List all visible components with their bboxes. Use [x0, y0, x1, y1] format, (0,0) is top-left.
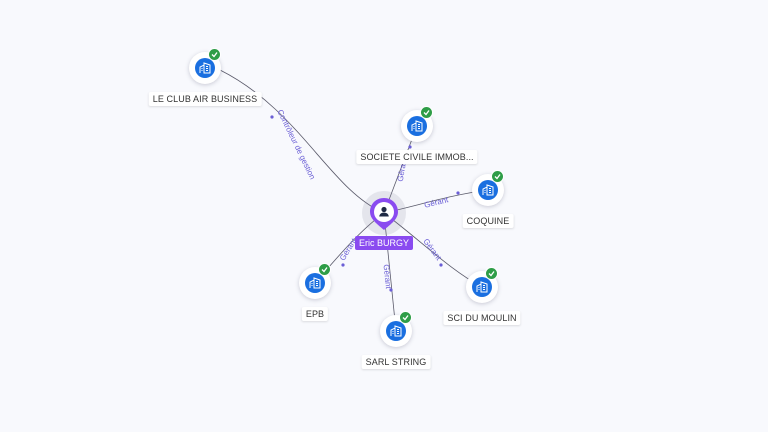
verified-check-icon: [208, 48, 221, 61]
company-name: EPB: [301, 307, 329, 321]
node-circle: [466, 267, 498, 303]
node-circle: [401, 106, 433, 142]
company-name: COQUINE: [462, 214, 514, 228]
edge-le-club-air-business: [219, 69, 385, 214]
edge-sarl-string: [383, 212, 397, 332]
building-icon: [407, 116, 427, 136]
building-icon: [478, 180, 498, 200]
verified-check-icon: [399, 311, 412, 324]
verified-check-icon: [491, 170, 504, 183]
edge-arrow: [439, 263, 443, 267]
edge-arrow: [270, 115, 274, 119]
person-pin-marker: [370, 198, 398, 230]
company-name: LE CLUB AIR BUSINESS: [148, 92, 262, 106]
verified-check-icon: [485, 267, 498, 280]
edge-arrow: [389, 288, 393, 292]
edge-arrow: [341, 263, 345, 267]
verified-check-icon: [318, 263, 331, 276]
node-circle: [189, 48, 221, 84]
company-name: SCI DU MOULIN: [443, 311, 521, 325]
node-circle: [380, 311, 412, 347]
verified-check-icon: [420, 106, 433, 119]
building-icon: [472, 277, 492, 297]
company-name: SARL STRING: [361, 355, 431, 369]
edge-arrow: [408, 145, 412, 149]
building-icon: [386, 321, 406, 341]
building-icon: [305, 273, 325, 293]
person-name: Eric BURGY: [354, 236, 414, 250]
building-icon: [195, 58, 215, 78]
company-name: SOCIETE CIVILE IMMOB...: [356, 150, 478, 164]
edge-arrow: [456, 191, 460, 195]
person-icon: [379, 206, 389, 217]
node-circle: [472, 170, 504, 206]
node-circle: [299, 263, 331, 299]
